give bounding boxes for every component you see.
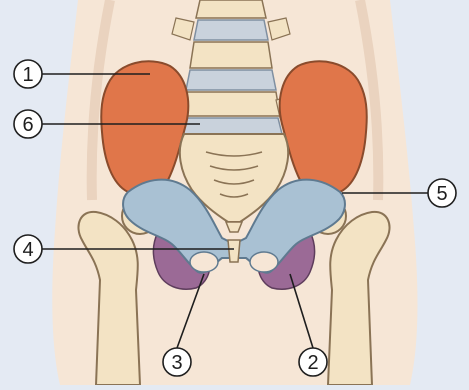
- callout-1-label: 1: [22, 64, 33, 86]
- callout-4-label: 4: [22, 239, 33, 261]
- callout-2-label: 2: [307, 352, 318, 374]
- callout-5-label: 5: [436, 183, 447, 205]
- disc-1: [194, 20, 268, 40]
- pubic-symphysis: [228, 240, 240, 262]
- callout-6-label: 6: [22, 114, 33, 136]
- callout-6: 6: [14, 110, 42, 138]
- vertebra-1: [190, 42, 272, 68]
- callout-5: 5: [428, 179, 456, 207]
- callout-4: 4: [14, 235, 42, 263]
- callout-2: 2: [299, 348, 327, 376]
- disc-2: [186, 70, 276, 90]
- disc-3: [180, 118, 282, 134]
- vertebra-top: [196, 0, 266, 18]
- right-obturator-foramen: [250, 252, 278, 272]
- vertebra-2: [182, 92, 280, 116]
- callout-3: 3: [163, 348, 191, 376]
- callout-1: 1: [14, 60, 42, 88]
- callout-3-label: 3: [171, 352, 182, 374]
- left-obturator-foramen: [190, 252, 218, 272]
